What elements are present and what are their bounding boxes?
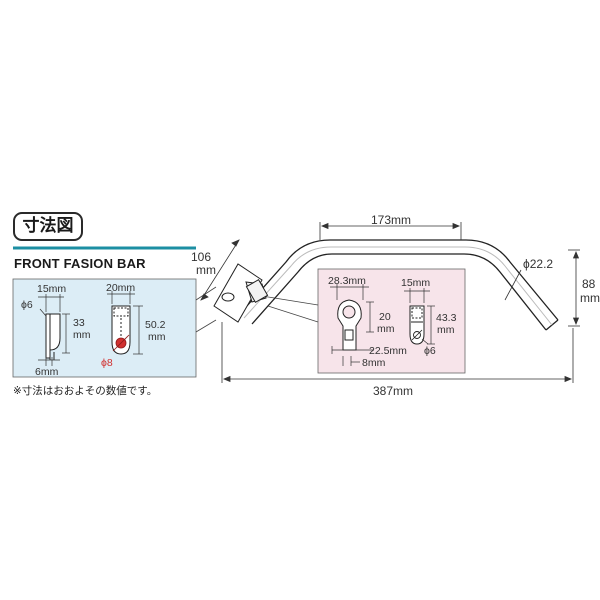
clamp-height: 20 <box>379 311 391 323</box>
left-d2-width: 20mm <box>106 282 136 294</box>
bracket-height: 43.3 <box>436 312 457 324</box>
dim-bend-length: 106 <box>191 250 212 264</box>
left-d1-hole: ϕ6 <box>21 299 33 311</box>
clamp-height-unit: mm <box>377 323 395 335</box>
dim-tube-diameter: ϕ22.2 <box>523 257 554 271</box>
dim-height: 88 <box>582 277 596 291</box>
clamp-gap: 8mm <box>362 357 386 369</box>
dim-top-width: 173mm <box>371 213 412 227</box>
dim-height-unit: mm <box>580 291 600 305</box>
dim-bend-unit: mm <box>196 263 216 277</box>
approximation-note: ※寸法はおおよその数値です。 <box>13 385 158 397</box>
left-d1-width: 15mm <box>37 283 67 295</box>
left-detail-panel <box>12 278 197 378</box>
product-title: FRONT FASION BAR <box>14 256 146 271</box>
clamp-width: 28.3mm <box>328 275 366 287</box>
left-d2-height-unit: mm <box>148 331 166 343</box>
dim-total-width: 387mm <box>373 384 414 398</box>
bracket-hole: ϕ6 <box>424 345 436 357</box>
left-d2-height: 50.2 <box>145 319 166 331</box>
bracket-height-unit: mm <box>437 324 455 336</box>
bracket-width: 15mm <box>401 277 431 289</box>
section-badge: 寸法図 <box>13 212 83 241</box>
left-bracket-1 <box>45 313 61 360</box>
left-d1-height: 33 <box>73 317 85 329</box>
bar-clamp <box>337 299 362 351</box>
left-d1-bottom: 6mm <box>35 366 59 378</box>
left-d2-hole: ϕ8 <box>101 357 113 369</box>
left-clamp <box>213 263 269 323</box>
left-d1-height-unit: mm <box>73 329 91 341</box>
clamp-offset: 22.5mm <box>369 345 407 357</box>
